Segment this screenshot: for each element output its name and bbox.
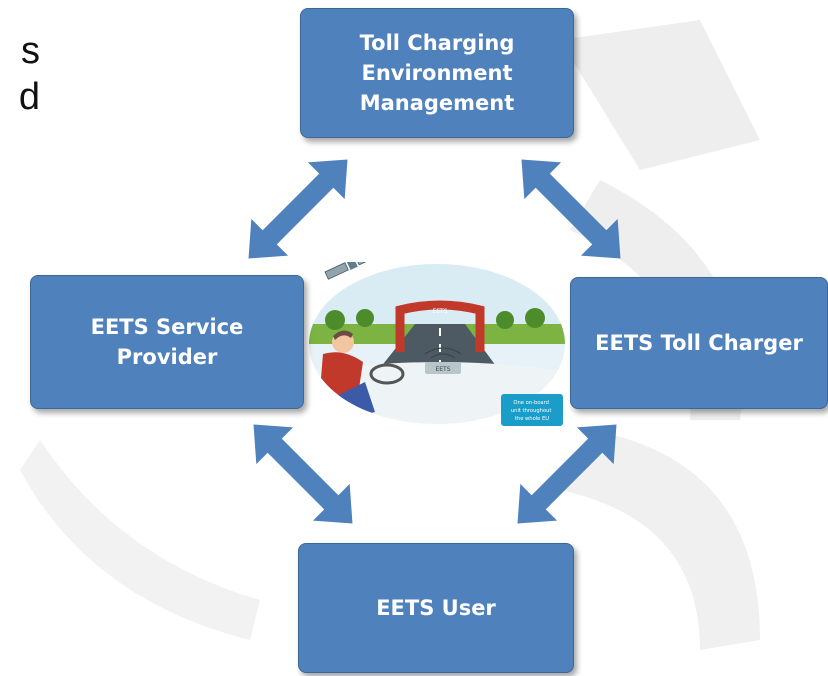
- box-label-left: EETS Service Provider: [90, 315, 244, 369]
- dash-unit-label: EETS: [435, 366, 450, 373]
- arrow-bottom-right: [499, 406, 635, 542]
- cropped-text-line-2: d: [18, 76, 40, 118]
- arrow-top-left: [230, 141, 366, 277]
- cropped-slide-text: s d: [0, 28, 40, 120]
- box-label-right: EETS Toll Charger: [595, 331, 803, 355]
- eets-service-provider-box: EETS Service Provider: [30, 275, 304, 409]
- box-label-bottom: EETS User: [376, 596, 496, 620]
- cropped-text-line-1: s: [21, 30, 40, 72]
- arrow-top-right: [503, 141, 639, 277]
- gantry-label: EETS: [432, 308, 447, 315]
- box-label-top: Toll Charging Environment Management: [359, 31, 515, 115]
- eets-toll-charger-box: EETS Toll Charger: [570, 277, 828, 409]
- toll-charging-environment-management-box: Toll Charging Environment Management: [300, 8, 574, 138]
- eu-badge: [501, 394, 563, 426]
- eets-car-illustration: EETS EETS One on-board unit throughout t…: [309, 262, 565, 426]
- eets-user-box: EETS User: [298, 543, 574, 673]
- satellite-icon: [324, 262, 380, 280]
- arrow-bottom-left: [235, 406, 371, 542]
- badge-text: One on-board unit throughout the whole E…: [511, 400, 553, 422]
